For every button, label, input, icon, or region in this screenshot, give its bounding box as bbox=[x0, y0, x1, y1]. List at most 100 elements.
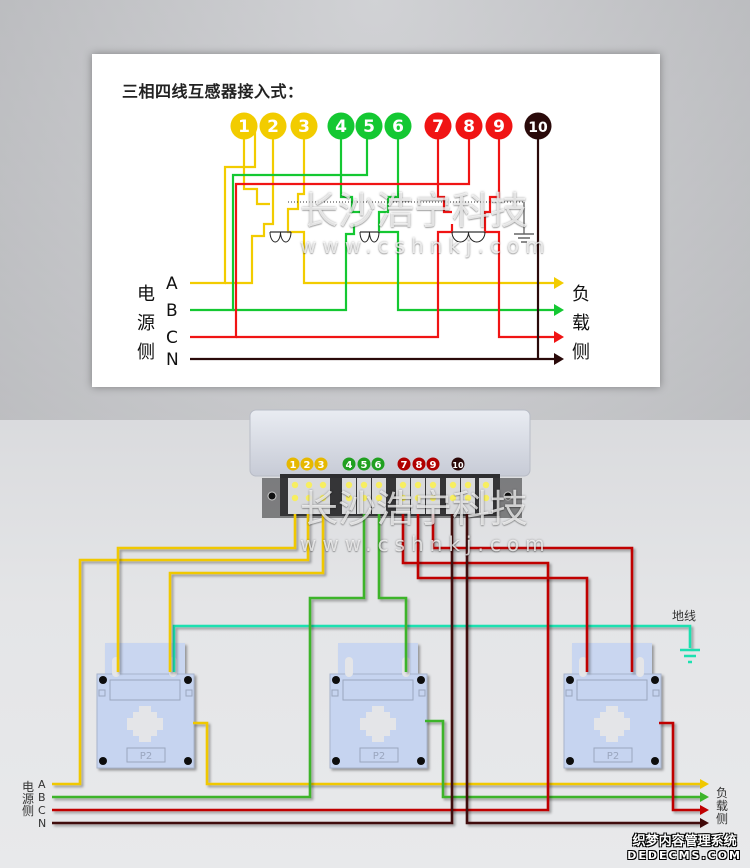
wire-a-load bbox=[286, 126, 554, 285]
arrow-b bbox=[554, 304, 564, 316]
terminal-screw-bottom bbox=[305, 494, 313, 502]
ct-indicator-right bbox=[185, 689, 193, 697]
load-side-label-char: 侧 bbox=[572, 342, 590, 363]
terminal-1: 1 bbox=[230, 112, 258, 140]
wire-b-term4 bbox=[339, 126, 360, 214]
arrow-c bbox=[700, 805, 709, 815]
line-label-c: C bbox=[166, 328, 178, 348]
ground-label: 地线 bbox=[672, 609, 696, 623]
badge-number: 4 bbox=[346, 460, 353, 471]
terminal-10: 10 bbox=[524, 112, 552, 140]
terminal-badge-8: 8 bbox=[412, 457, 426, 471]
terminal-number: 8 bbox=[463, 117, 475, 137]
terminal-badge-6: 6 bbox=[371, 457, 385, 471]
terminal-number: 4 bbox=[335, 117, 347, 137]
terminal-screw-bottom bbox=[482, 494, 490, 502]
wire-c-load bbox=[659, 721, 700, 812]
wire-c-load bbox=[483, 126, 554, 339]
line-label-a: A bbox=[166, 274, 178, 294]
ct-indicator-left bbox=[565, 689, 573, 697]
wire-b-load bbox=[377, 126, 554, 312]
current-transformer-2: P2 bbox=[329, 643, 428, 769]
ct-screw bbox=[566, 757, 574, 765]
terminal-screw-bottom bbox=[449, 494, 457, 502]
arrow-a bbox=[554, 277, 564, 289]
load-side-label-char: 侧 bbox=[716, 812, 728, 826]
terminal-circle bbox=[524, 112, 552, 140]
terminal-screw-top bbox=[360, 481, 368, 489]
ct-p2-label: P2 bbox=[140, 751, 152, 762]
ct-coil-1 bbox=[269, 231, 292, 243]
terminal-screw-bottom bbox=[375, 494, 383, 502]
terminal-badge-4: 4 bbox=[342, 457, 356, 471]
terminal-number: 9 bbox=[493, 117, 505, 137]
terminal-badge-9: 9 bbox=[426, 457, 440, 471]
terminal-badge-3: 3 bbox=[314, 457, 328, 471]
ct-p2-label: P2 bbox=[607, 751, 619, 762]
wire-a-term3 bbox=[168, 514, 325, 672]
corner-watermark-line1: 织梦内容管理系统 bbox=[632, 834, 737, 849]
terminal-screw-top bbox=[305, 481, 313, 489]
terminal-screw-bottom bbox=[429, 494, 437, 502]
arrow-n bbox=[700, 818, 709, 828]
badge-circle bbox=[371, 457, 385, 471]
wire-c-voltage bbox=[190, 126, 471, 339]
badge-number: 2 bbox=[304, 460, 311, 471]
terminal-badge-2: 2 bbox=[300, 457, 314, 471]
wire-c-term9 bbox=[431, 514, 634, 672]
badge-circle bbox=[397, 457, 411, 471]
corner-watermark-line2: DEDECMS.COM bbox=[627, 849, 742, 862]
ct-screw bbox=[332, 757, 340, 765]
terminal-number: 2 bbox=[267, 117, 279, 137]
wire-n-source bbox=[52, 514, 454, 825]
ct-p2-plate bbox=[593, 747, 633, 763]
terminal-circle bbox=[455, 112, 483, 140]
terminal-number: 6 bbox=[392, 117, 404, 137]
current-transformer-3: P2 bbox=[563, 643, 662, 769]
terminal-7: 7 bbox=[424, 112, 452, 140]
ct-screw bbox=[417, 757, 425, 765]
badge-number: 9 bbox=[430, 460, 437, 471]
terminal-6: 6 bbox=[384, 112, 412, 140]
wire-b-voltage bbox=[190, 126, 369, 312]
ct-screw bbox=[184, 757, 192, 765]
ct-coil-2 bbox=[359, 231, 380, 243]
terminal-screw-top bbox=[449, 481, 457, 489]
terminal-circle bbox=[259, 112, 287, 140]
terminal-screw-bottom bbox=[345, 494, 353, 502]
terminal-5: 5 bbox=[355, 112, 383, 140]
load-side-label-char: 载 bbox=[572, 313, 590, 334]
ct-p2-plate bbox=[359, 747, 399, 763]
mount-hole-right bbox=[503, 491, 513, 501]
terminal-number: 5 bbox=[363, 117, 375, 137]
terminal-badge-1: 1 bbox=[286, 457, 300, 471]
terminal-screw-top bbox=[429, 481, 437, 489]
terminal-badge-5: 5 bbox=[357, 457, 371, 471]
ct-screw bbox=[651, 676, 659, 684]
line-label-a: A bbox=[38, 778, 46, 791]
source-side-label-char: 侧 bbox=[137, 342, 155, 363]
badge-circle bbox=[412, 457, 426, 471]
terminal-2: 2 bbox=[259, 112, 287, 140]
badge-number: 1 bbox=[290, 460, 297, 471]
line-label-n: N bbox=[166, 350, 179, 370]
wire-a-voltage bbox=[52, 514, 310, 786]
terminal-circle bbox=[290, 112, 318, 140]
ct-screw bbox=[332, 676, 340, 684]
terminal-screw-top bbox=[399, 481, 407, 489]
ct-label-plate bbox=[109, 679, 181, 701]
ct-screw bbox=[99, 757, 107, 765]
terminal-number: 1 bbox=[238, 117, 250, 137]
wire-a-load bbox=[193, 721, 700, 786]
source-side-label-char: 源 bbox=[22, 792, 34, 806]
ct-indicator-left bbox=[98, 689, 106, 697]
wire-n-load bbox=[465, 514, 700, 825]
ct-label-plate bbox=[576, 679, 648, 701]
terminal-number: 10 bbox=[528, 120, 548, 136]
ct-indicator-right bbox=[652, 689, 660, 697]
source-side-label-char: 电 bbox=[22, 780, 34, 794]
terminal-badge-7: 7 bbox=[397, 457, 411, 471]
terminal-screw-top bbox=[482, 481, 490, 489]
line-label-b: B bbox=[38, 791, 46, 804]
